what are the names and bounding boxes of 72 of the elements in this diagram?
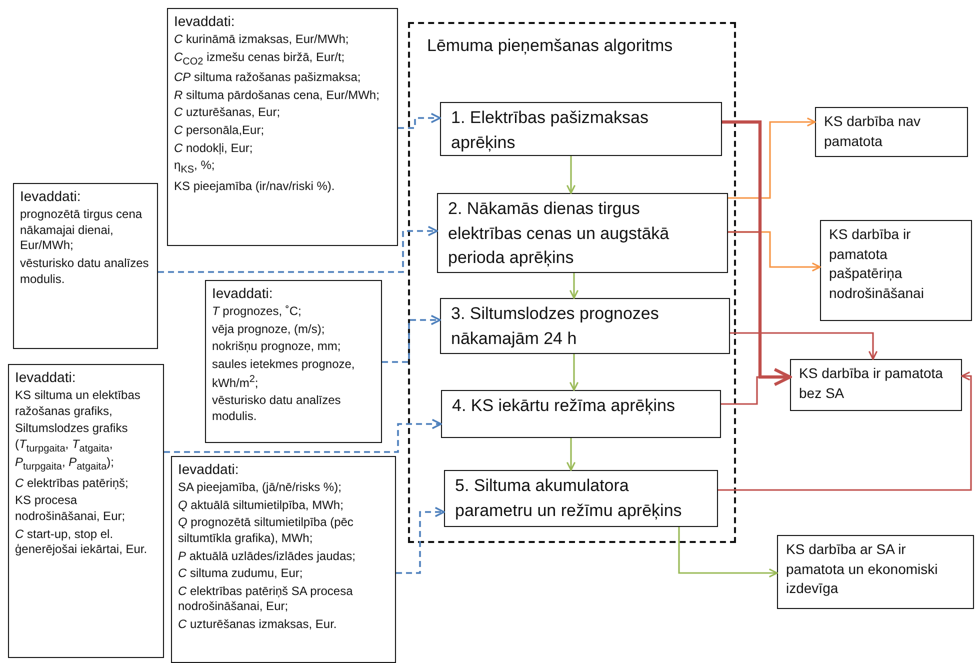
arrow <box>158 226 438 273</box>
result-box <box>790 359 962 411</box>
input-heading: Ievaddati: <box>20 187 82 206</box>
input-heading: Ievaddati: <box>212 284 274 302</box>
result-label: KS darbība ir pamatota pašpatēriņa nodrošināšanai <box>829 225 925 303</box>
arrow <box>566 438 576 471</box>
input-item: KS pieejamība (ir/nav/riski %). <box>174 178 336 194</box>
input-item: C$_{CO2}$ izmešu cenas biržā, Eur/t; <box>174 50 346 68</box>
input-item: C siltuma zudumu, Eur; <box>178 566 304 582</box>
process-box <box>441 390 721 438</box>
input-item: C uzturēšanas izmaksas, Eur. <box>178 616 338 633</box>
input-item: η$_{KS}$, %; <box>174 158 216 177</box>
input-item: saules ietekmes prognoze, kWh/m$^{2}$; <box>212 356 356 392</box>
input-item: vēja prognoze, (m/s); <box>212 322 326 338</box>
step-label: 1. Elektrības pašizmaksas aprēķins <box>451 107 650 154</box>
step-label: 3. Siltumslodzes prognozes nākamajām 24 h <box>451 303 660 350</box>
input-item: P aktuālā uzlādes/izlādes jaudas; <box>178 548 356 564</box>
input-item: KS siltuma un elektības ražošanas grafiks, <box>15 388 142 420</box>
input-item: C start-up, stop el. ģenerējošai iekārtai, Eur. <box>15 526 148 558</box>
input-item: prognozētā tirgus cena nākamajai dienai, Eur/MWh; <box>20 207 144 254</box>
result-label: KS darbība ar SA ir pamatota un ekonomiski izdevīga <box>786 540 939 598</box>
input-item: C elektrības patēriņš; <box>15 476 130 492</box>
input-heading: Ievaddati: <box>174 12 236 30</box>
arrow <box>566 156 576 194</box>
input-item: C elektrības patēriņš SA procesa nodrošināšanai, Eur; <box>178 584 354 615</box>
arrow <box>164 418 442 453</box>
input-item: T prognozes, ˚C; <box>212 304 302 320</box>
input-item: CP siltuma ražošanas pašizmaksa; <box>174 70 362 86</box>
input-box <box>8 364 164 658</box>
input-item: Q aktuālā siltumietilpība, MWh; <box>178 498 344 514</box>
input-item: Q prognozētā siltumietilpība (pēc siltumtīkla grafika), MWh; <box>178 515 354 547</box>
input-heading: Ievaddati: <box>15 368 77 386</box>
process-box <box>444 470 718 527</box>
arrow <box>722 120 792 386</box>
arrow <box>569 273 579 299</box>
input-item: nokrišņu prognoze, mm; <box>212 339 342 355</box>
arrow <box>718 371 972 491</box>
input-item: C personāla,Eur; <box>174 122 266 139</box>
input-box <box>171 456 396 663</box>
input-box <box>205 280 382 443</box>
step-label: 4. KS iekārtu režīma aprēķins <box>452 395 676 417</box>
result-label: KS darbība ir pamatota bez SA <box>799 364 944 403</box>
input-item: KS procesa nodrošināšanai, Eur; <box>15 493 126 525</box>
result-box <box>820 220 972 321</box>
arrow <box>398 112 441 129</box>
input-heading: Ievaddati: <box>178 460 240 478</box>
arrow <box>730 332 878 360</box>
frame-heading: Lēmuma pieņemšanas algoritms <box>427 36 673 56</box>
arrow <box>678 527 778 578</box>
input-item: Siltumslodzes grafiks (T$_{turpgaita}$, T$_{atgaita}$, P$_{turpgaita}$, P$_{atgaita}$); <box>15 421 129 474</box>
input-item: R siltuma pārdošanas cena, Eur/MWh; <box>174 88 380 104</box>
algorithm-frame <box>408 22 736 543</box>
process-box <box>437 193 728 273</box>
input-item: C kurināmā izmaksas, Eur/MWh; <box>174 32 350 48</box>
input-item: vēsturisko datu analīzes modulis. <box>20 256 150 288</box>
input-box <box>167 8 398 246</box>
arrow <box>396 506 445 574</box>
input-item: C nodokļi, Eur; <box>174 140 254 156</box>
arrow <box>728 117 816 199</box>
step-label: 5. Siltuma akumulatora parametru un režīmu aprēķins <box>455 475 683 522</box>
process-box <box>440 298 730 354</box>
step-label: 2. Nākamās dienas tirgus elektrības cenas un augstākā perioda aprēķins <box>448 198 670 270</box>
result-box <box>815 107 968 157</box>
input-item: vēsturisko datu analīzes modulis. <box>212 393 342 424</box>
input-box <box>13 183 158 349</box>
arrow <box>569 354 579 391</box>
result-box <box>777 535 974 609</box>
arrow <box>382 314 441 363</box>
input-item: SA pieejamība, (jā/nē/risks %); <box>178 480 342 496</box>
input-item: C uzturēšanas, Eur; <box>174 105 282 121</box>
result-label: KS darbība nav pamatota <box>824 112 922 151</box>
process-box <box>440 102 722 156</box>
